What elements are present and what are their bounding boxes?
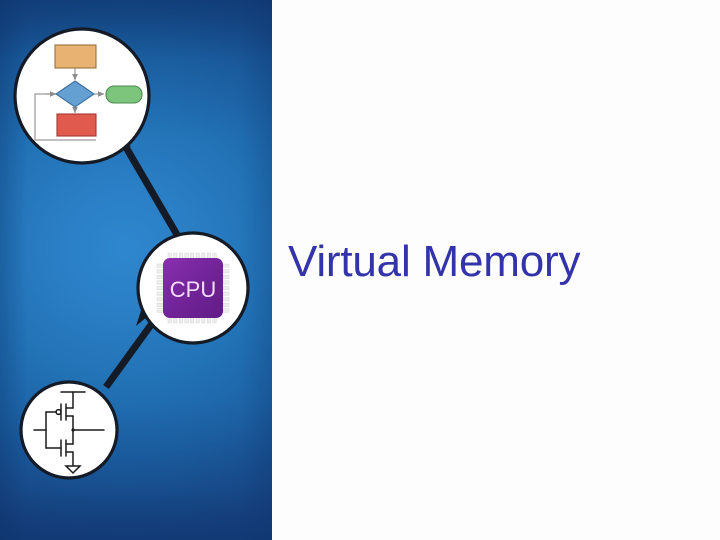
flowchart-diagram [34, 44, 143, 141]
cpu-chip-label: CPU [170, 277, 216, 302]
flowchart-process-start-box [54, 44, 97, 69]
cpu-chip-body [163, 258, 223, 318]
cpu-circle: CPU [136, 231, 250, 345]
page-title: Virtual Memory [288, 237, 581, 286]
flowchart-output-rounded-box [105, 85, 143, 104]
panel-illustration: CPU [13, 27, 250, 480]
left-decoration-panel: CPU [0, 0, 272, 540]
cmos-inverter-schematic [33, 391, 105, 475]
flowchart-decision-diamond [55, 80, 95, 108]
transistor-circle [19, 380, 119, 480]
cpu-chip-graphic: CPU [156, 252, 230, 324]
flowchart-circle [13, 27, 151, 165]
flowchart-action-box [56, 113, 97, 137]
